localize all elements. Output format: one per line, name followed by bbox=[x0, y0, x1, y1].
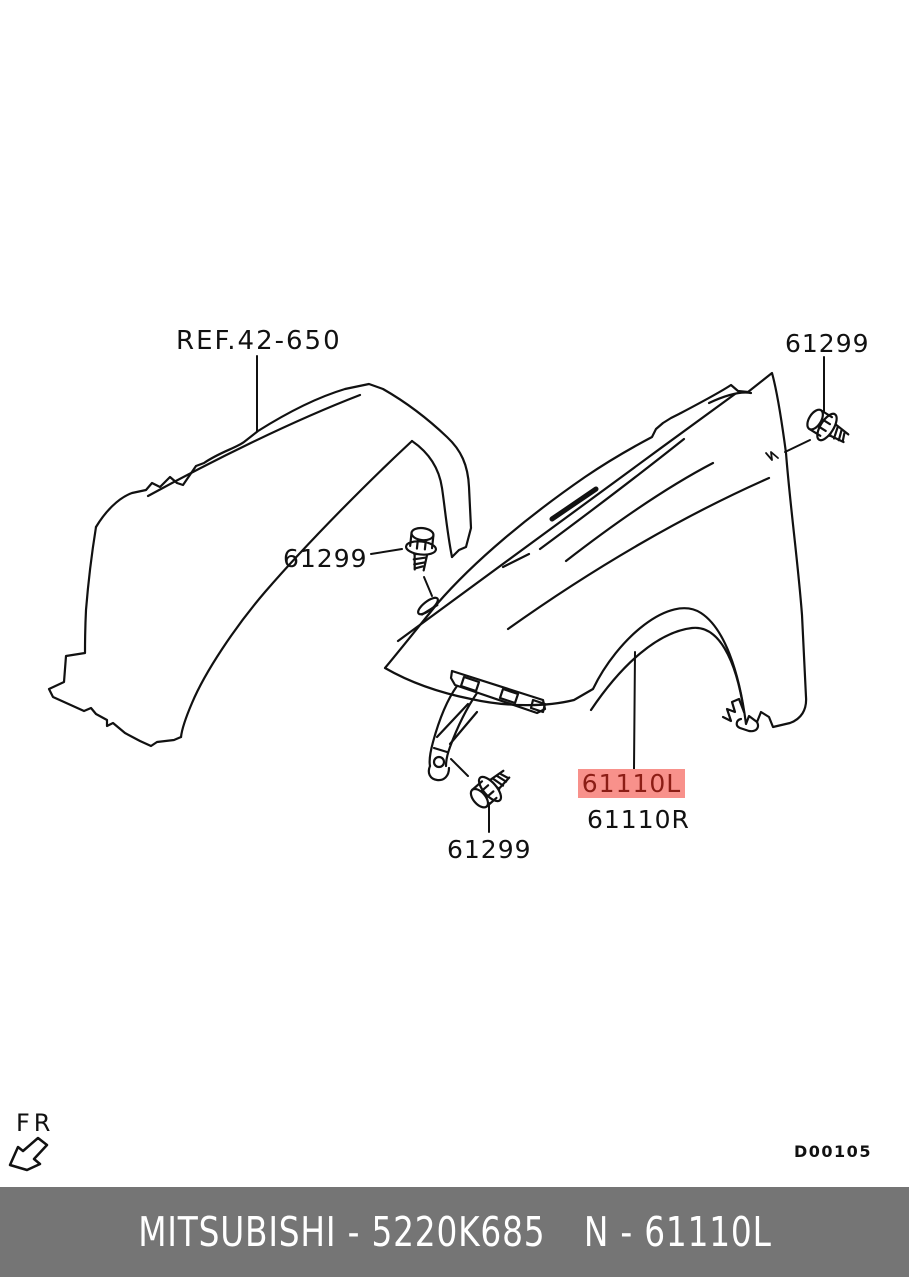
footer-brand-partnumber: MITSUBISHI - 5220K685 bbox=[137, 1207, 545, 1256]
part-label-61299-bottom[interactable]: 61299 bbox=[447, 835, 532, 864]
leader-lines bbox=[256, 355, 825, 833]
footer-text: MITSUBISHI - 5220K685 N - 61110L bbox=[137, 1207, 772, 1256]
part-label-61299-top-right[interactable]: 61299 bbox=[785, 329, 870, 358]
ref-label[interactable]: REF.42-650 bbox=[176, 326, 342, 356]
bolt-icon bbox=[800, 402, 855, 453]
part-label-61110r[interactable]: 61110R bbox=[587, 805, 690, 834]
fr-arrow-icon bbox=[8, 1136, 49, 1172]
highlighted-part-label-61110l[interactable]: 61110L bbox=[578, 769, 685, 798]
drawing-code: D00105 bbox=[794, 1142, 872, 1161]
footer-bar: MITSUBISHI - 5220K685 N - 61110L bbox=[0, 1187, 909, 1277]
fr-direction-label: FR bbox=[16, 1109, 55, 1137]
fender-panel-drawing bbox=[383, 371, 808, 733]
footer-section-part: N - 61110L bbox=[583, 1207, 772, 1256]
part-label-61299-left[interactable]: 61299 bbox=[283, 544, 368, 573]
part-label-61110l-text: 61110L bbox=[581, 769, 682, 798]
bolt-icon bbox=[463, 762, 518, 815]
bolt-icon bbox=[402, 525, 440, 573]
stay-bracket-drawing bbox=[427, 669, 547, 782]
fender-liner-drawing bbox=[47, 382, 473, 748]
